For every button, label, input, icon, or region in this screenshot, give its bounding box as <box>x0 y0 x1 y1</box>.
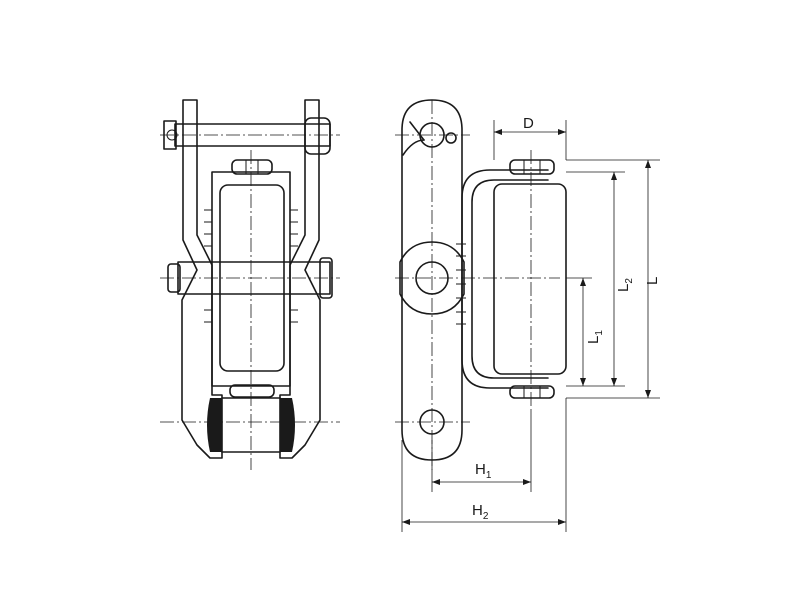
label-L: L <box>644 277 661 285</box>
bottom-sheave-left <box>207 398 222 452</box>
top-pin-cotter <box>163 120 177 150</box>
front-roller <box>219 184 285 372</box>
side-scale-ticks <box>456 243 466 325</box>
bottom-sheave-right <box>280 398 295 452</box>
side-link-plate <box>401 99 463 461</box>
side-u-bracket <box>461 169 549 389</box>
side-bottom-hole <box>419 409 445 435</box>
label-D: D <box>523 115 534 132</box>
side-view <box>395 99 567 470</box>
label-H2: H2 <box>472 502 489 522</box>
side-middle-hub <box>399 241 465 315</box>
middle-pin <box>177 261 331 295</box>
front-scale-ticks <box>204 209 298 323</box>
dimensions <box>401 120 660 532</box>
right-side-plate <box>279 99 321 459</box>
label-H1: H1 <box>475 461 492 481</box>
label-L2: L2 <box>615 278 635 292</box>
left-side-plate <box>181 99 223 459</box>
front-bracket <box>211 171 291 387</box>
side-middle-hole <box>415 261 449 295</box>
front-view <box>160 99 340 470</box>
side-roller <box>493 183 567 375</box>
label-L1: L1 <box>585 330 605 344</box>
